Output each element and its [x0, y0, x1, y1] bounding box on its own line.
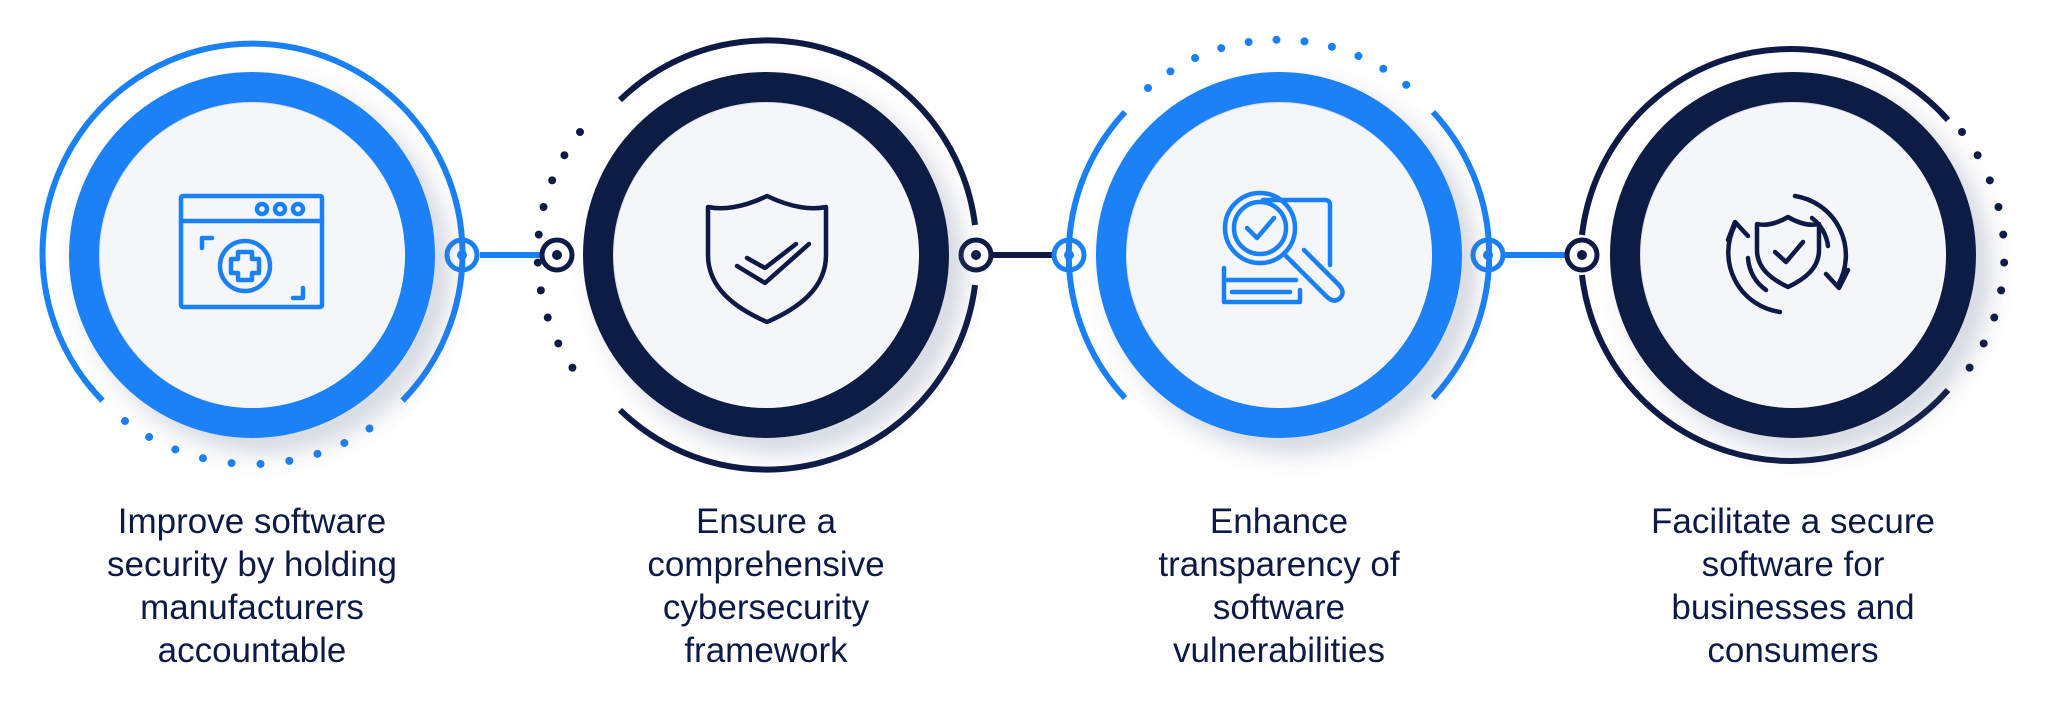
outer-arc-top — [617, 37, 978, 226]
outer-arc-top — [1579, 46, 1951, 236]
step-4-node — [1579, 46, 2009, 464]
shield-refresh-icon — [1725, 193, 1851, 315]
shield-check-icon — [705, 193, 829, 325]
outer-arc-bottom — [1579, 274, 1951, 464]
thick-ring — [583, 72, 949, 438]
step-3-node — [1065, 35, 1493, 438]
inner-disk — [614, 103, 918, 407]
thick-ring — [1610, 72, 1976, 438]
outer-arc-right — [1430, 109, 1493, 401]
step-2-node — [533, 37, 978, 473]
dotted-arc — [1144, 35, 1414, 92]
step-4-label: Facilitate a secure software for busines… — [1650, 502, 1936, 670]
thick-ring — [1096, 72, 1462, 438]
thick-ring — [69, 72, 435, 438]
step-1-label: Improve software security by holding man… — [107, 502, 397, 670]
step-2-label: Ensure a comprehensive cybersecurity fra… — [647, 502, 885, 670]
step-1-node — [39, 40, 466, 469]
outer-arc — [39, 40, 466, 403]
step-3-label: Enhance transparency of software vulnera… — [1158, 502, 1400, 670]
browser-plus-icon — [178, 193, 325, 310]
connector-2-3 — [958, 237, 1087, 273]
outer-arc-bottom — [617, 284, 978, 473]
connector-1-2 — [444, 237, 575, 273]
outer-arc-left — [1065, 109, 1128, 401]
document-magnifier-check-icon — [1221, 190, 1345, 305]
